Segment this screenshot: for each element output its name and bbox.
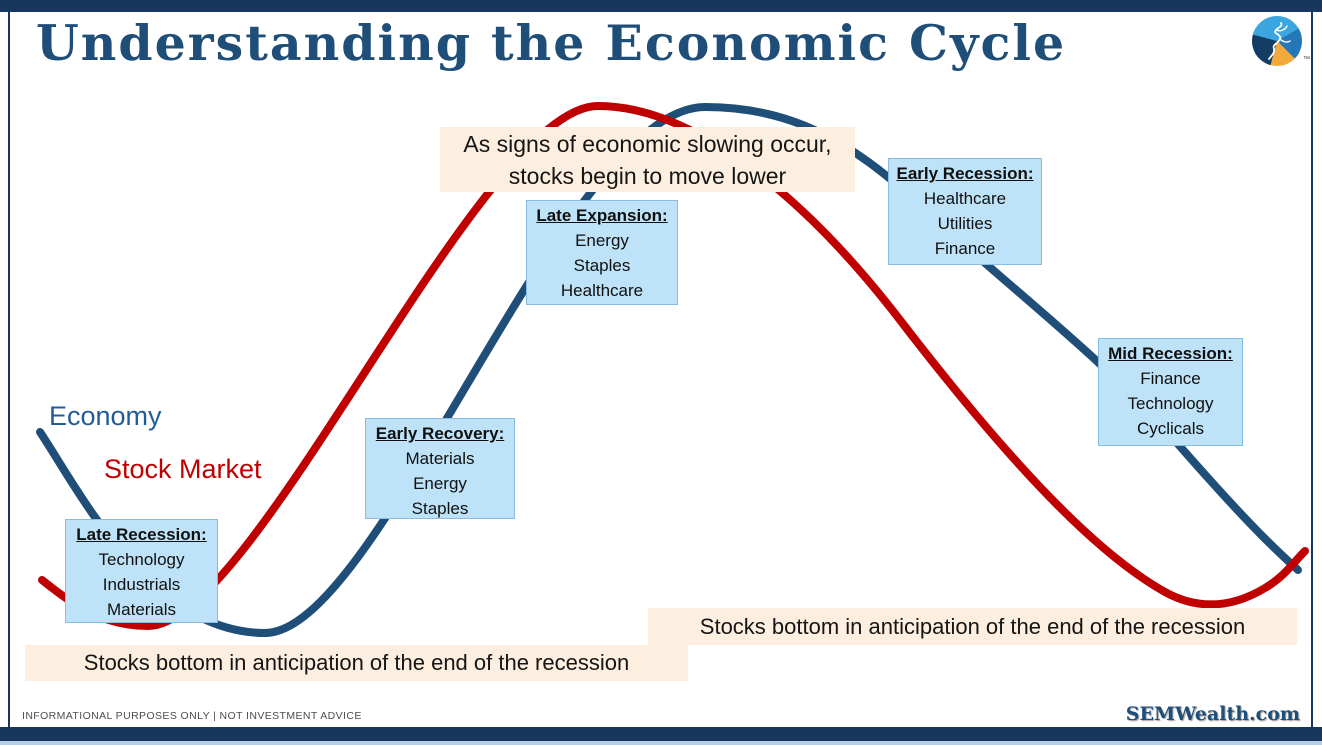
bottom-accent-line bbox=[0, 741, 1322, 745]
phase-box-sector: Staples bbox=[411, 499, 469, 518]
phase-box-sector: Energy bbox=[413, 474, 467, 493]
logo-trademark: ™ bbox=[1303, 56, 1310, 63]
phase-box-early-recovery: Early Recovery: Materials Energy Staples bbox=[365, 418, 515, 519]
phase-box-sector: Cyclicals bbox=[1136, 419, 1205, 438]
left-border-line bbox=[8, 12, 10, 727]
right-border-line bbox=[1311, 12, 1313, 727]
sem-pie-logo-icon bbox=[1252, 16, 1302, 66]
phase-box-title: Late Recession: bbox=[76, 525, 207, 544]
phase-box-late-expansion: Late Expansion: Energy Staples Healthcar… bbox=[526, 200, 678, 305]
phase-box-sector: Industrials bbox=[102, 575, 181, 594]
top-border-bar bbox=[0, 0, 1322, 12]
phase-box-sector: Finance bbox=[1140, 369, 1201, 388]
phase-box-title: Early Recovery: bbox=[375, 424, 505, 443]
footer-disclaimer: INFORMATIONAL PURPOSES ONLY | NOT INVEST… bbox=[22, 710, 362, 722]
annotation-stocks-bottom-left: Stocks bottom in anticipation of the end… bbox=[25, 645, 688, 681]
phase-box-sector: Staples bbox=[573, 256, 631, 275]
phase-box-sector: Technology bbox=[98, 550, 185, 569]
footer-website: SEMWealth.com bbox=[1125, 703, 1300, 725]
phase-box-early-recession: Early Recession: Healthcare Utilities Fi… bbox=[888, 158, 1042, 265]
phase-box-sector: Materials bbox=[405, 449, 475, 468]
bottom-border-bar bbox=[0, 727, 1322, 741]
economy-curve-label: Economy bbox=[49, 401, 162, 431]
phase-box-mid-recession: Mid Recession: Finance Technology Cyclic… bbox=[1098, 338, 1243, 446]
page-title: Understanding the Economic Cycle bbox=[36, 14, 1067, 72]
phase-box-late-recession: Late Recession: Technology Industrials M… bbox=[65, 519, 218, 623]
annotation-stocks-bottom-right: Stocks bottom in anticipation of the end… bbox=[648, 608, 1297, 645]
phase-box-sector: Technology bbox=[1127, 394, 1214, 413]
phase-box-sector: Energy bbox=[575, 231, 629, 250]
phase-box-title: Late Expansion: bbox=[536, 206, 668, 225]
phase-box-title: Mid Recession: bbox=[1108, 344, 1233, 363]
phase-box-sector: Finance bbox=[934, 239, 996, 258]
phase-box-title: Early Recession: bbox=[896, 164, 1034, 183]
annotation-line-1: As signs of economic slowing occur, bbox=[463, 131, 832, 157]
phase-box-sector: Healthcare bbox=[560, 281, 644, 300]
phase-box-sector: Utilities bbox=[937, 214, 993, 233]
phase-box-sector: Materials bbox=[107, 600, 176, 619]
annotation-economic-slowing: As signs of economic slowing occur, stoc… bbox=[440, 127, 855, 192]
stock-market-curve-label: Stock Market bbox=[104, 454, 262, 484]
phase-box-sector: Healthcare bbox=[923, 189, 1007, 208]
logo-figure-icon bbox=[1268, 22, 1291, 60]
annotation-line-2: stocks begin to move lower bbox=[508, 163, 787, 189]
